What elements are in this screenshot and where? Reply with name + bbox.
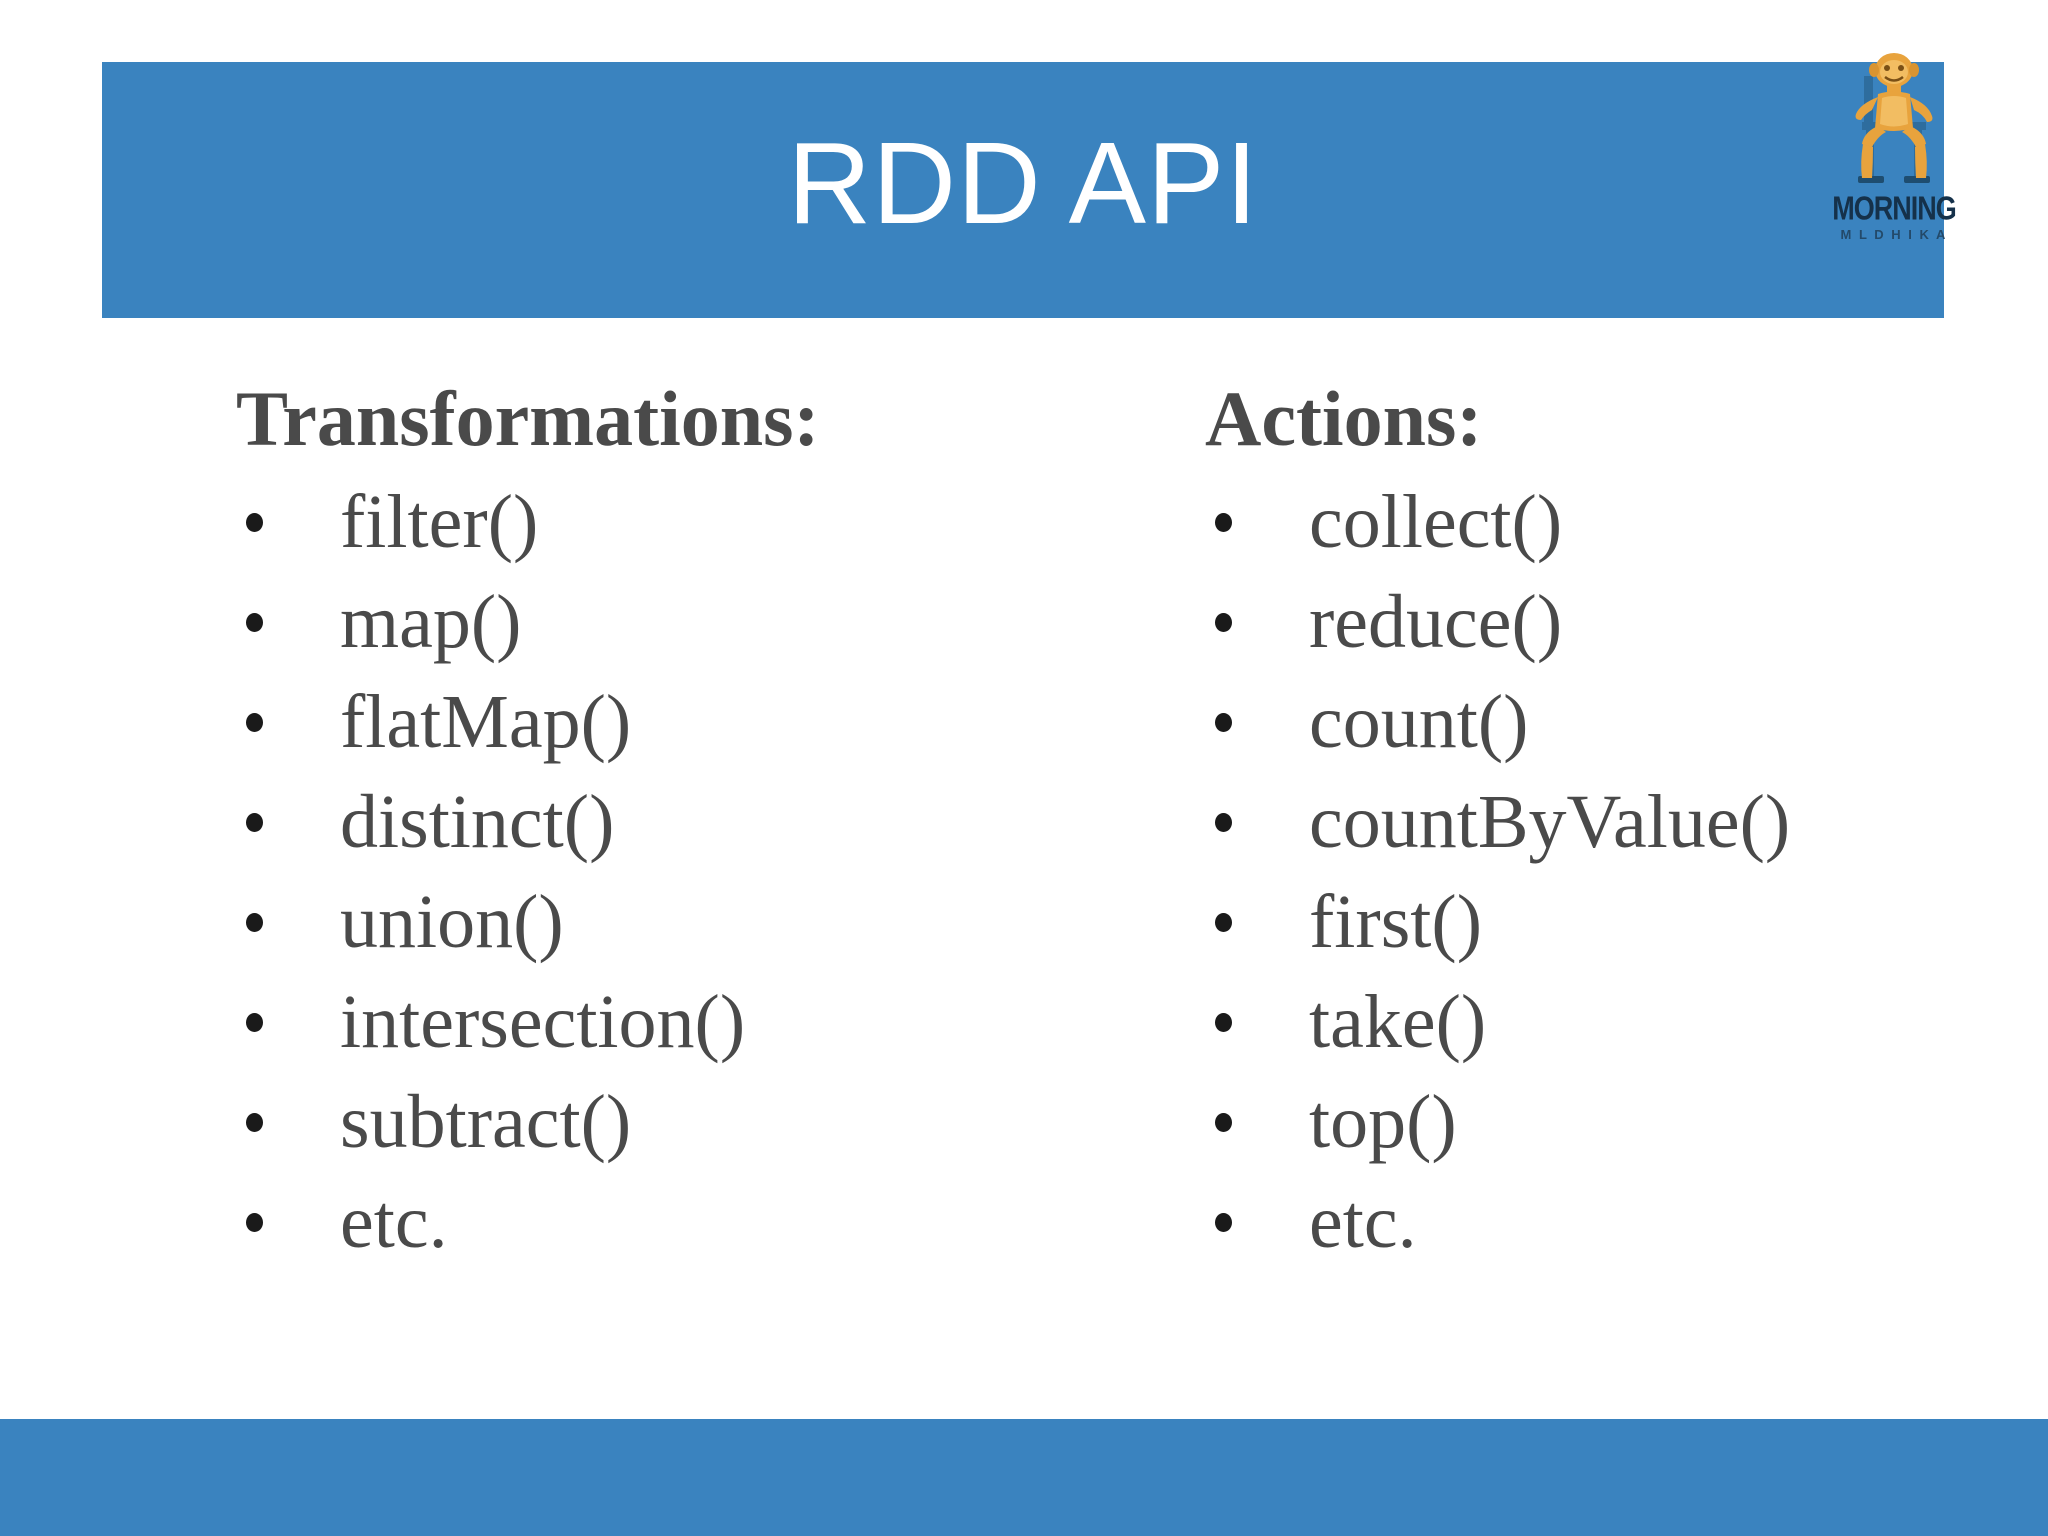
list-item-label: filter() bbox=[340, 480, 539, 564]
list-item: count() bbox=[1205, 672, 2045, 772]
list-item: intersection() bbox=[236, 972, 1176, 1072]
list-item: filter() bbox=[236, 472, 1176, 572]
bullet-icon bbox=[246, 713, 263, 732]
list-item: map() bbox=[236, 572, 1176, 672]
list-item: take() bbox=[1205, 972, 2045, 1072]
list-item: flatMap() bbox=[236, 672, 1176, 772]
brand-logo: MORNING M L D H I K A bbox=[1828, 52, 1960, 248]
bullet-icon bbox=[246, 913, 263, 932]
list-item-label: etc. bbox=[340, 1180, 448, 1264]
bullet-icon bbox=[246, 513, 263, 532]
page-title: RDD API bbox=[787, 118, 1259, 248]
list-item: first() bbox=[1205, 872, 2045, 972]
seated-figure-icon bbox=[1855, 53, 1933, 183]
list-item: distinct() bbox=[236, 772, 1176, 872]
list-item-label: distinct() bbox=[340, 780, 615, 864]
column-transformations: Transformations: filter() map() flatMap(… bbox=[236, 380, 1176, 1272]
list-item-label: top() bbox=[1309, 1080, 1457, 1164]
transformations-list: filter() map() flatMap() distinct() unio… bbox=[236, 472, 1176, 1272]
list-item: reduce() bbox=[1205, 572, 2045, 672]
column-heading-transformations: Transformations: bbox=[236, 375, 820, 462]
list-item-label: first() bbox=[1309, 880, 1483, 964]
bullet-icon bbox=[1215, 1213, 1232, 1232]
title-band: RDD API bbox=[102, 62, 1944, 318]
list-item-label: collect() bbox=[1309, 480, 1563, 564]
list-item-label: reduce() bbox=[1309, 580, 1563, 664]
list-item: countByValue() bbox=[1205, 772, 2045, 872]
actions-list: collect() reduce() count() countByValue(… bbox=[1205, 472, 2045, 1272]
list-item: union() bbox=[236, 872, 1176, 972]
bullet-icon bbox=[246, 1013, 263, 1032]
logo-wordmark: MORNING bbox=[1832, 189, 1957, 227]
slide-body: Transformations: filter() map() flatMap(… bbox=[0, 380, 2048, 1400]
list-item-label: union() bbox=[340, 880, 564, 964]
bullet-icon bbox=[246, 1113, 263, 1132]
column-actions: Actions: collect() reduce() count() coun… bbox=[1205, 380, 2045, 1272]
list-item-label: map() bbox=[340, 580, 522, 664]
bullet-icon bbox=[1215, 713, 1232, 732]
footer-band bbox=[0, 1419, 2048, 1536]
list-item: subtract() bbox=[236, 1072, 1176, 1172]
bullet-icon bbox=[1215, 813, 1232, 832]
bullet-icon bbox=[1215, 913, 1232, 932]
bullet-icon bbox=[1215, 1113, 1232, 1132]
list-item: collect() bbox=[1205, 472, 2045, 572]
list-item-label: countByValue() bbox=[1309, 780, 1791, 864]
list-item: etc. bbox=[1205, 1172, 2045, 1272]
bullet-icon bbox=[1215, 613, 1232, 632]
bullet-icon bbox=[246, 813, 263, 832]
bullet-icon bbox=[246, 613, 263, 632]
column-heading-actions: Actions: bbox=[1205, 375, 1483, 462]
list-item-label: flatMap() bbox=[340, 680, 632, 764]
list-item-label: intersection() bbox=[340, 980, 746, 1064]
list-item-label: take() bbox=[1309, 980, 1487, 1064]
bullet-icon bbox=[246, 1213, 263, 1232]
bullet-icon bbox=[1215, 513, 1232, 532]
list-item-label: subtract() bbox=[340, 1080, 632, 1164]
list-item-label: etc. bbox=[1309, 1180, 1417, 1264]
logo-subwordmark: M L D H I K A bbox=[1840, 227, 1948, 242]
list-item: etc. bbox=[236, 1172, 1176, 1272]
list-item: top() bbox=[1205, 1072, 2045, 1172]
list-item-label: count() bbox=[1309, 680, 1529, 764]
bullet-icon bbox=[1215, 1013, 1232, 1032]
